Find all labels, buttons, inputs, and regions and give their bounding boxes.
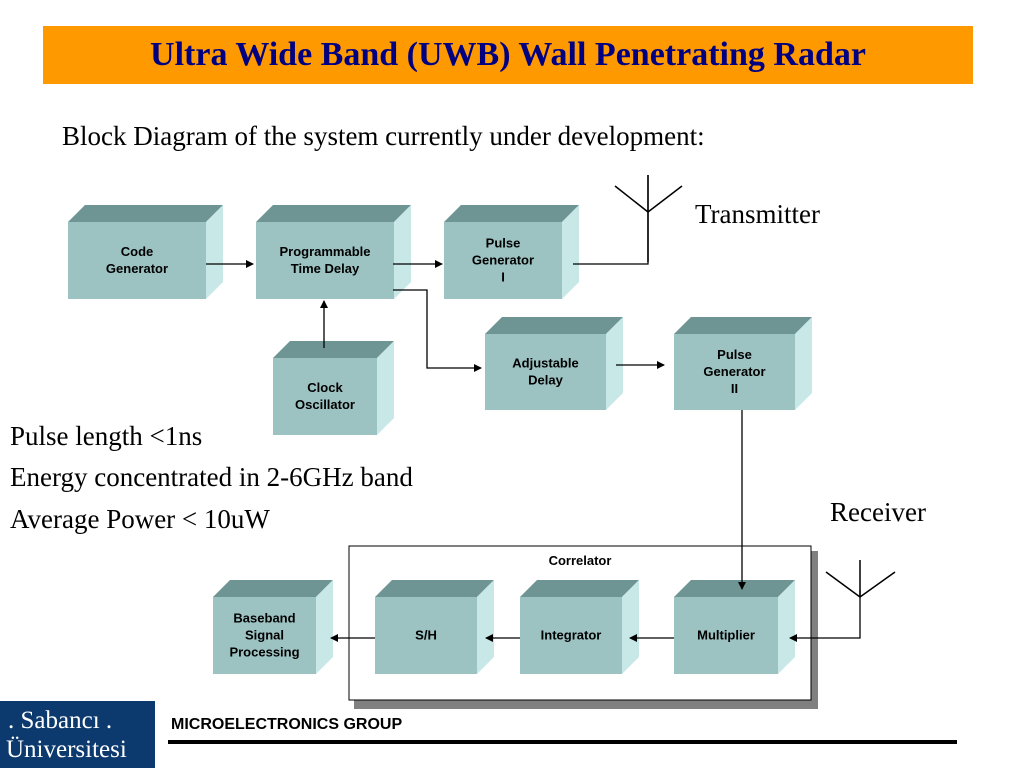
footer-divider [168,740,957,744]
arrow-delay-to-adjustable [393,289,482,372]
block-label: Clock [307,380,343,395]
block-sample-hold: S/H [375,580,494,674]
block-label: Generator [703,364,765,379]
receive-antenna-icon [825,560,896,598]
subtitle: Block Diagram of the system currently un… [62,121,705,151]
correlator-label: Correlator [549,553,612,568]
block-label: Processing [229,645,299,660]
group-name: MICROELECTRONICS GROUP [171,716,403,733]
spec-pulse-length: Pulse length <1ns [10,421,203,451]
block-label: I [501,270,505,285]
block-label: S/H [415,628,437,643]
logo-line-2: Üniversitesi [6,736,127,763]
block-label: Baseband [233,611,295,626]
block-label: Oscillator [295,397,355,412]
transmit-antenna-icon [614,175,683,262]
block-label: Time Delay [291,261,360,276]
block-label: Multiplier [697,628,755,643]
receiver-label: Receiver [830,497,926,527]
page-title: Ultra Wide Band (UWB) Wall Penetrating R… [150,36,866,73]
block-label: II [731,381,738,396]
block-label: Signal [245,628,284,643]
spec-average-power: Average Power < 10uW [10,504,270,534]
line-pulse1-to-tx-antenna [573,175,649,265]
spec-energy-band: Energy concentrated in 2-6GHz band [10,462,413,492]
block-multiplier: Multiplier [674,580,795,674]
block-label: Programmable [279,244,370,259]
block-label: Adjustable [512,356,578,371]
arrow-rx-antenna-to-multiplier [789,590,861,642]
block-label: Pulse [486,236,521,251]
block-label: Code [121,244,154,259]
transmitter-label: Transmitter [695,199,821,229]
block-label: Integrator [541,628,602,643]
block-label: Generator [472,253,534,268]
logo-line-1: . Sabancı . [8,707,113,734]
university-logo: . Sabancı . Üniversitesi [0,701,155,768]
block-label: Pulse [717,347,752,362]
block-integrator: Integrator [520,580,639,674]
title-banner: Ultra Wide Band (UWB) Wall Penetrating R… [43,26,973,84]
block-label: Delay [528,373,563,388]
block-label: Generator [106,261,168,276]
